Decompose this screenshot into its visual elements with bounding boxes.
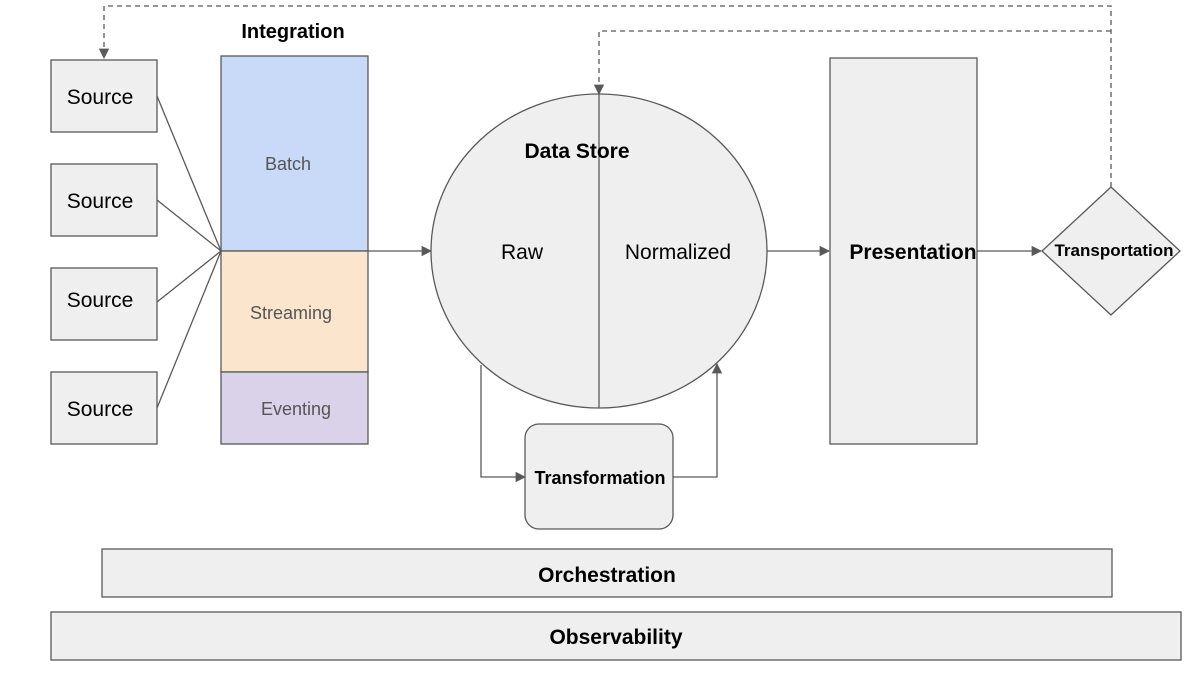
raw-label: Raw (501, 241, 544, 264)
source-connector-3 (156, 250, 222, 303)
eventing-layer (220, 371, 369, 445)
source-node-3: Source (50, 267, 158, 341)
feedback-to-datastore-arrow (593, 30, 1111, 96)
source-node-2: Source (50, 163, 158, 237)
feedback-to-source-arrow (98, 5, 1112, 187)
batch-layer (220, 55, 369, 252)
source-connector-4 (156, 250, 222, 409)
source-label-4: Source (67, 398, 134, 421)
data-store-node: Data Store Raw Normalized (430, 93, 768, 409)
batch-label: Batch (265, 154, 311, 174)
orchestration-label: Orchestration (538, 564, 676, 587)
source-label-2: Source (67, 190, 134, 213)
integration-stack: Batch Streaming Eventing (220, 55, 369, 445)
transformation-node: Transformation (524, 423, 674, 530)
transportation-node: Transportation (1041, 186, 1181, 316)
data-store-title: Data Store (524, 140, 629, 163)
transformation-to-datastore-arrow (673, 362, 723, 478)
orchestration-bar: Orchestration (101, 548, 1113, 598)
streaming-label: Streaming (250, 303, 332, 323)
presentation-label: Presentation (849, 241, 976, 264)
streaming-layer (220, 250, 369, 373)
integration-title: Integration (241, 21, 344, 43)
observability-label: Observability (549, 626, 682, 649)
eventing-label: Eventing (261, 399, 331, 419)
observability-bar: Observability (50, 611, 1182, 661)
source-label-1: Source (67, 86, 134, 109)
datastore-to-transformation-arrow (480, 365, 527, 483)
source-label-3: Source (67, 289, 134, 312)
source-node-1: Source (50, 59, 158, 133)
source-node-4: Source (50, 371, 158, 445)
normalized-label: Normalized (625, 241, 731, 264)
source-connector-1 (156, 95, 222, 252)
source-connector-2 (156, 199, 222, 252)
transportation-label: Transportation (1054, 241, 1173, 260)
presentation-node: Presentation (829, 57, 978, 445)
transformation-label: Transformation (534, 468, 665, 488)
